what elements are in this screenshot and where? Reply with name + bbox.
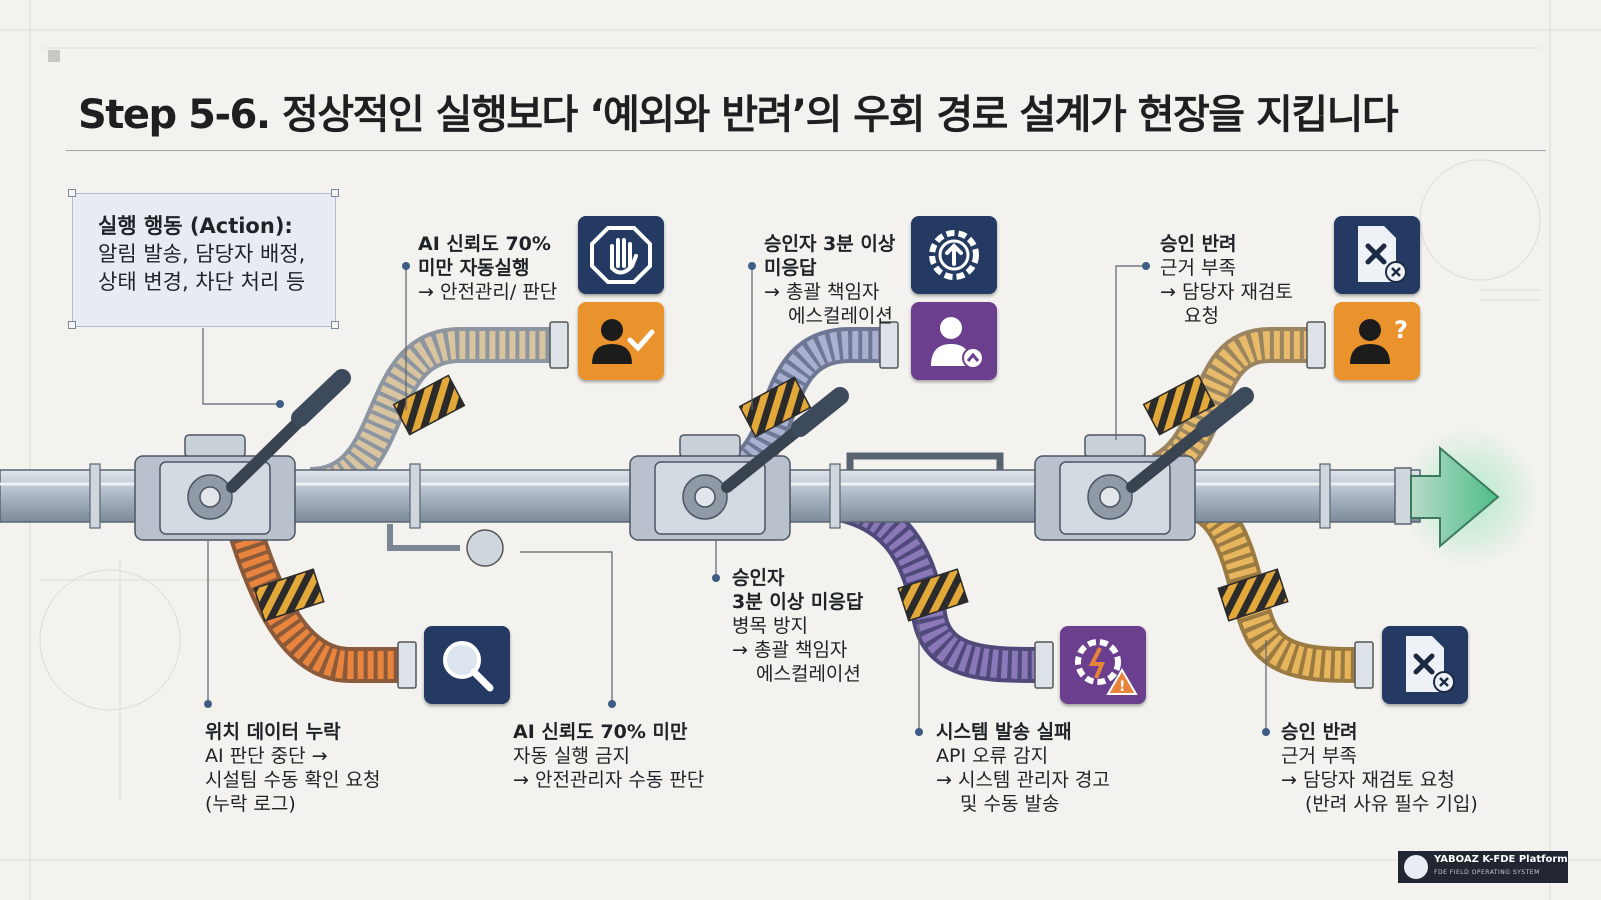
label-line: → 총괄 책임자 — [764, 281, 880, 303]
label-line: 및 수동 발송 — [960, 793, 1060, 815]
document-reject-icon — [1382, 626, 1468, 704]
action-line: 알림 발송, 담당자 배정, — [98, 242, 306, 266]
title-divider — [66, 150, 1546, 151]
upper-label-ai-confidence: AI 신뢰도 70% 미만 자동실행 → 안전관리/ 판단 — [418, 232, 557, 304]
lower-label-location-missing: 위치 데이터 누락 AI 판단 중단 → 시설팀 수동 확인 요청 (누락 로그… — [205, 720, 380, 816]
lower-label-approval-rejected: 승인 반려 근거 부족 → 담당자 재검토 요청 (반려 사유 필수 기입) — [1281, 720, 1478, 816]
label-line: (반려 사유 필수 기입) — [1305, 793, 1478, 815]
svg-text:?: ? — [1394, 316, 1408, 344]
valve-1 — [134, 369, 351, 541]
label-line: 근거 부족 — [1160, 257, 1236, 279]
action-callout-text: 실행 행동 (Action): 알림 발송, 담당자 배정, 상태 변경, 차단… — [98, 212, 328, 296]
label-heading: 승인자 3분 이상 — [764, 233, 896, 255]
upper-label-approver-timeout: 승인자 3분 이상 미응답 → 총괄 책임자 에스컬레이션 — [764, 232, 895, 328]
stop-hand-icon — [578, 216, 664, 294]
label-heading: AI 신뢰도 70% — [418, 233, 551, 255]
valve-3 — [1034, 387, 1254, 541]
svg-text:!: ! — [1119, 679, 1125, 695]
upper-label-approval-rejected: 승인 반려 근거 부족 → 담당자 재검토 요청 — [1160, 232, 1293, 328]
document-reject-icon — [1334, 216, 1420, 294]
user-question-icon: ? — [1334, 302, 1420, 380]
label-heading: AI 신뢰도 70% 미만 — [513, 721, 688, 743]
platform-logo: YABOAZ K-FDE Platform FDE FIELD OPERATIN… — [1398, 851, 1568, 883]
lower-label-ai-confidence: AI 신뢰도 70% 미만 자동 실행 금지 → 안전관리자 수동 판단 — [513, 720, 704, 792]
corner-handle — [331, 321, 339, 329]
label-heading: 승인 반려 — [1281, 721, 1358, 743]
label-line: 에스컬레이션 — [788, 305, 893, 327]
logo-subtitle: FDE FIELD OPERATING SYSTEM — [1434, 869, 1540, 876]
action-callout-box — [72, 193, 336, 327]
label-heading: 3분 이상 미응답 — [732, 591, 864, 613]
label-heading: 위치 데이터 누락 — [205, 721, 341, 743]
valve-2 — [629, 387, 849, 541]
branch-flanges — [397, 321, 1374, 689]
label-heading: 승인자 — [732, 567, 785, 589]
label-heading: 미만 자동실행 — [418, 257, 530, 279]
magnifier-icon — [424, 626, 510, 704]
label-heading: 미응답 — [764, 257, 817, 279]
gear-warning-icon: ! — [1060, 626, 1146, 704]
action-line: 상태 변경, 차단 처리 등 — [98, 270, 306, 294]
lower-label-system-failure: 시스템 발송 실패 API 오류 감지 → 시스템 관리자 경고 및 수동 발송 — [936, 720, 1110, 816]
label-line: API 오류 감지 — [936, 745, 1049, 767]
page-title: Step 5-6. 정상적인 실행보다 ‘예외와 반려’의 우회 경로 설계가 … — [78, 92, 1399, 138]
leader-lines — [202, 265, 1267, 732]
flow-arrow — [1410, 445, 1500, 549]
label-line: → 담당자 재검토 — [1160, 281, 1293, 303]
corner-handle — [331, 189, 339, 197]
label-line: → 담당자 재검토 요청 — [1281, 769, 1455, 791]
label-line: 자동 실행 금지 — [513, 745, 630, 767]
logo-title: YABOAZ K-FDE Platform — [1434, 854, 1568, 865]
corner-handle — [68, 321, 76, 329]
label-heading: 시스템 발송 실패 — [936, 721, 1072, 743]
lower-label-approver-timeout: 승인자 3분 이상 미응답 병목 방지 → 총괄 책임자 에스컬레이션 — [732, 566, 863, 686]
label-line: → 시스템 관리자 경고 — [936, 769, 1110, 791]
user-escalate-icon — [911, 302, 997, 380]
label-line: 시설팀 수동 확인 요청 — [205, 769, 381, 791]
label-line: 병목 방지 — [732, 615, 808, 637]
label-line: 요청 — [1184, 305, 1219, 327]
logo-mark-icon — [1404, 855, 1428, 879]
corner-handle — [68, 189, 76, 197]
label-line: AI 판단 중단 → — [205, 745, 328, 767]
label-line: → 총괄 책임자 — [732, 639, 848, 661]
label-line: 에스컬레이션 — [756, 663, 861, 685]
action-heading: 실행 행동 (Action): — [98, 214, 293, 238]
label-heading: 승인 반려 — [1160, 233, 1237, 255]
label-line: (누락 로그) — [205, 793, 296, 815]
gear-up-icon — [911, 216, 997, 294]
label-line: → 안전관리/ 판단 — [418, 281, 558, 303]
user-check-icon — [578, 302, 664, 380]
label-line: 근거 부족 — [1281, 745, 1357, 767]
label-line: → 안전관리자 수동 판단 — [513, 769, 705, 791]
hazard-bands — [253, 374, 1289, 622]
